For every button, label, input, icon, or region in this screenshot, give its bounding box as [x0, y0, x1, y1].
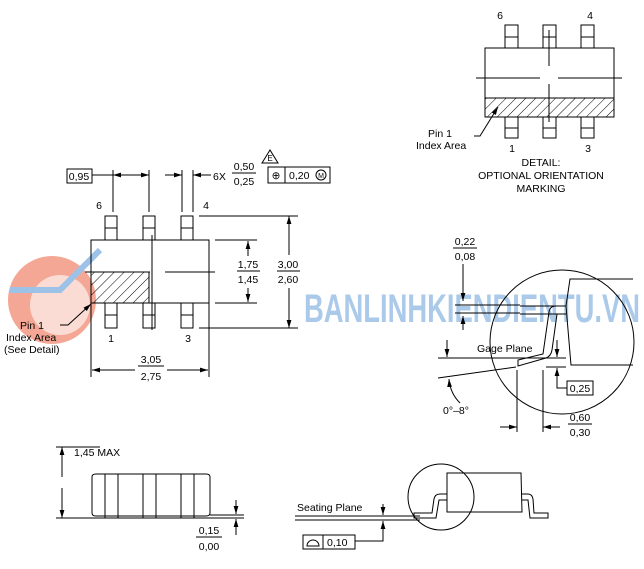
pin1-label: Pin 1: [428, 128, 452, 140]
gage-plane-label: Gage Plane: [477, 343, 533, 355]
standoff-max: 0,15: [199, 525, 220, 537]
detail-caption: MARKING: [516, 183, 565, 195]
flatness-value: 0,10: [327, 537, 348, 549]
body-width-max: 1,75: [238, 259, 259, 271]
watermark-text: BANLINHKIENDIENTU.VN: [304, 287, 640, 331]
side-view: 1,45 MAX 0,15 0,00: [56, 446, 244, 553]
pin-label: 6: [497, 10, 503, 22]
detail-caption: OPTIONAL ORIENTATION: [478, 170, 604, 182]
seating-plane-label: Seating Plane: [297, 502, 363, 514]
length-min: 2,75: [141, 371, 162, 383]
pin1-label: Pin 1: [20, 320, 44, 332]
position-tolerance: 0,20: [289, 170, 310, 182]
lead-width-min: 0,25: [234, 176, 255, 188]
gage-height: 0,25: [570, 383, 591, 395]
foot-length-min: 0,30: [570, 427, 591, 439]
pin1-label: Index Area: [6, 332, 56, 344]
pin-label: 4: [587, 10, 593, 22]
lead-width-max: 0,50: [234, 161, 255, 173]
overall-width-max: 3,00: [278, 259, 299, 271]
pin-label: 4: [203, 200, 209, 212]
pin1-label: (See Detail): [4, 344, 59, 356]
seating-plane-detail: Seating Plane 0,10: [295, 463, 549, 550]
lead-angle: 0°–8°: [443, 405, 469, 417]
pin-label: 6: [96, 200, 102, 212]
lead-thickness-max: 0,22: [455, 236, 476, 248]
note-flag-e: E: [267, 154, 272, 163]
lead-width-prefix: 6X: [213, 171, 226, 183]
height-max: 1,45 MAX: [74, 447, 120, 459]
material-condition: M: [318, 173, 324, 180]
pin-label: 3: [185, 333, 191, 345]
position-tolerance-icon: ⊕: [272, 170, 281, 182]
detail-caption: DETAIL:: [522, 157, 561, 169]
standoff-min: 0,00: [199, 541, 220, 553]
overall-width-min: 2,60: [278, 274, 299, 286]
top-view: 0,95 6X 0,50 0,25 E ⊕ 0,20 M 6 4 1 3 1,7…: [4, 149, 331, 383]
pin-label: 1: [108, 333, 114, 345]
pin-label: 3: [585, 143, 591, 155]
pitch-dimension: 0,95: [69, 171, 90, 183]
body-width-min: 1,45: [238, 274, 259, 286]
pin1-label: Index Area: [416, 140, 466, 152]
watermark: BANLINHKIENDIENTU.VN: [8, 247, 640, 344]
pin-label: 1: [509, 143, 515, 155]
gage-plane-detail: 0,22 0,08 Gage Plane 0,25 0°–8° 0,60 0,3…: [437, 236, 635, 439]
length-max: 3,05: [141, 354, 162, 366]
lead-thickness-min: 0,08: [455, 251, 476, 263]
foot-length-max: 0,60: [570, 412, 591, 424]
orientation-marking-detail: 6 4 1 3 Pin 1 Index Area DETAIL: OPTIONA…: [416, 10, 622, 195]
